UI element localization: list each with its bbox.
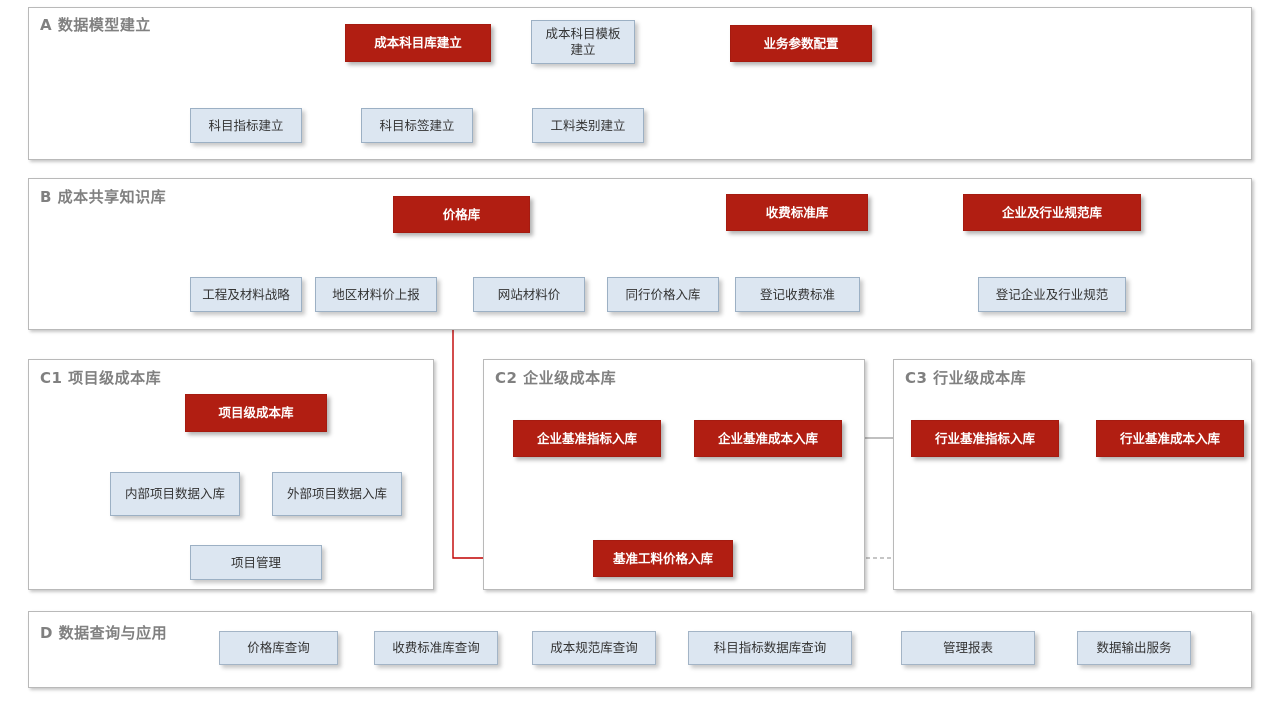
button-data-output-service[interactable]: 数据输出服务 xyxy=(1077,631,1191,665)
node-peer-price-entry[interactable]: 同行价格入库 xyxy=(607,277,719,312)
node-cost-account-template[interactable]: 成本科目模板 建立 xyxy=(531,20,635,64)
node-regional-material-price-report[interactable]: 地区材料价上报 xyxy=(315,277,437,312)
node-account-index-setup[interactable]: 科目指标建立 xyxy=(190,108,302,143)
button-cost-norm-library-query[interactable]: 成本规范库查询 xyxy=(532,631,656,665)
button-management-report[interactable]: 管理报表 xyxy=(901,631,1035,665)
node-material-category-setup[interactable]: 工料类别建立 xyxy=(532,108,644,143)
node-cost-account-library[interactable]: 成本科目库建立 xyxy=(345,24,491,62)
section-c2-title: C2 企业级成本库 xyxy=(495,369,617,387)
node-enterprise-baseline-cost-entry[interactable]: 企业基准成本入库 xyxy=(694,420,842,457)
button-account-index-database-query[interactable]: 科目指标数据库查询 xyxy=(688,631,852,665)
section-a-title: A 数据模型建立 xyxy=(40,16,151,34)
node-internal-project-data-entry[interactable]: 内部项目数据入库 xyxy=(110,472,240,516)
node-engineering-material-strategy[interactable]: 工程及材料战略 xyxy=(190,277,302,312)
node-enterprise-baseline-index-entry[interactable]: 企业基准指标入库 xyxy=(513,420,661,457)
section-b-title: B 成本共享知识库 xyxy=(40,188,167,206)
node-industry-baseline-cost-entry[interactable]: 行业基准成本入库 xyxy=(1096,420,1244,457)
node-business-parameter-config[interactable]: 业务参数配置 xyxy=(730,25,872,62)
node-fee-standard-library[interactable]: 收费标准库 xyxy=(726,194,868,231)
section-c1-title: C1 项目级成本库 xyxy=(40,369,162,387)
node-enterprise-industry-norm-library[interactable]: 企业及行业规范库 xyxy=(963,194,1141,231)
node-register-fee-standard[interactable]: 登记收费标准 xyxy=(735,277,860,312)
node-external-project-data-entry[interactable]: 外部项目数据入库 xyxy=(272,472,402,516)
node-industry-baseline-index-entry[interactable]: 行业基准指标入库 xyxy=(911,420,1059,457)
node-project-cost-library[interactable]: 项目级成本库 xyxy=(185,394,327,432)
node-website-material-price[interactable]: 网站材料价 xyxy=(473,277,585,312)
node-price-library[interactable]: 价格库 xyxy=(393,196,530,233)
button-fee-standard-library-query[interactable]: 收费标准库查询 xyxy=(374,631,498,665)
node-register-enterprise-industry-norm[interactable]: 登记企业及行业规范 xyxy=(978,277,1126,312)
node-project-management[interactable]: 项目管理 xyxy=(190,545,322,580)
node-baseline-material-price-entry[interactable]: 基准工料价格入库 xyxy=(593,540,733,577)
section-c3-title: C3 行业级成本库 xyxy=(905,369,1027,387)
section-d-title: D 数据查询与应用 xyxy=(40,624,168,642)
button-price-library-query[interactable]: 价格库查询 xyxy=(219,631,338,665)
section-c3-panel xyxy=(893,359,1252,590)
node-account-tag-setup[interactable]: 科目标签建立 xyxy=(361,108,473,143)
